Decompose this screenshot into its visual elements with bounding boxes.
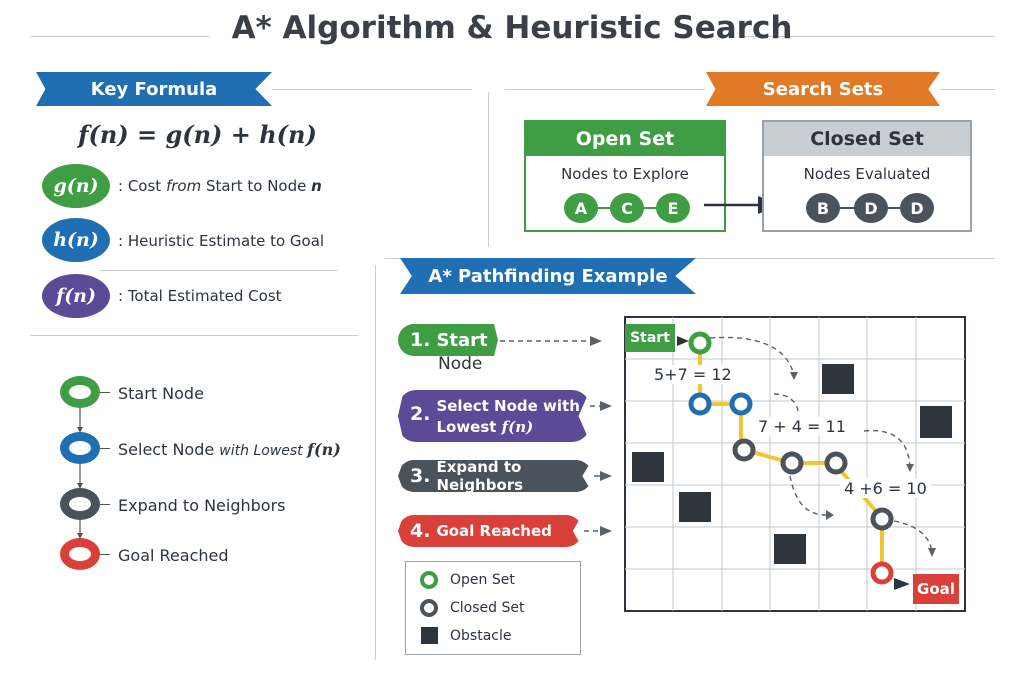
closed-set-subtitle: Nodes Evaluated [803,165,931,183]
start-arrowhead [677,336,689,346]
legend-closed-set: Closed Set [450,600,525,616]
closed-set-title: Closed Set [764,122,970,156]
step-4-label: 4.Goal Reached [398,515,582,547]
expand-node-ring-icon [60,488,100,520]
key-formula-banner: Key Formula [36,72,272,106]
h-term-oval: h(n) [42,218,110,262]
f-term-oval: f(n) [42,274,110,318]
open-node-c: C [610,193,644,223]
search-sets-banner: Search Sets [706,72,940,106]
flow-legend-goal: Goal Reached [118,546,229,565]
closed-ring-icon [420,599,438,617]
flow-legend-start: Start Node [118,384,204,403]
cost-label-2: 7 + 4 = 11 [754,417,850,436]
open-node-e: E [656,193,690,223]
legend-tick [100,554,110,555]
title-rule-right [740,36,995,37]
closed-node-marker [732,438,756,462]
left-section-divider [30,335,358,336]
legend-tick [100,392,110,393]
obstacle-square [774,534,806,564]
f-term-definition: : Total Estimated Cost [118,287,282,305]
legend-tick [100,448,110,449]
cost-label-3: 4 +6 = 10 [840,479,931,498]
goal-node-marker [870,561,894,585]
step-1-label-line2: Node [438,354,483,374]
grid-start-label: Start [625,324,675,352]
flow-legend-select: Select Node with Lowest f(n) [118,440,341,459]
start-node-marker [688,331,712,355]
search-sets-rule-left [505,89,705,90]
open-set-title: Open Set [526,122,724,156]
legend-tick [100,504,110,505]
search-sets-rule-right [940,89,995,90]
step-1-label: 1.Start [398,324,498,356]
step-pointer-arrows [500,336,612,536]
closed-node-marker [824,451,848,475]
map-legend: Open Set Closed Set Obstacle [405,561,581,655]
example-banner: A* Pathfinding Example [400,258,696,294]
obstacle-square [822,364,854,394]
key-formula-rule [272,89,472,90]
open-ring-icon [420,571,438,589]
formula-divider [100,270,338,271]
start-node-ring-icon [60,376,100,408]
obstacle-square [632,452,664,482]
goal-arrowhead [894,578,910,590]
g-term-oval: g(n) [42,164,110,208]
main-formula: f(n) = g(n) + h(n) [78,120,317,149]
closed-node-d-2: D [900,193,934,223]
expansion-arrowheads [790,372,936,557]
step-3-label: 3.Expand to Neighbors [398,460,592,492]
closed-node-marker [870,507,894,531]
g-term-definition: : Cost from Start to Node n [118,177,322,195]
open-node-a: A [564,193,598,223]
obstacle-square [920,406,952,438]
pathfinding-grid [624,316,966,612]
goal-node-ring-icon [60,538,100,570]
open-node-marker [729,392,753,416]
closed-node-b: B [806,193,840,223]
title-rule-left [30,36,210,37]
closed-node-marker [780,451,804,475]
cost-label-1: 5+7 = 12 [650,365,736,384]
legend-open-set: Open Set [450,572,515,588]
open-set-subtitle: Nodes to Explore [561,165,689,183]
h-term-definition: : Heuristic Estimate to Goal [118,232,325,250]
closed-node-d: D [854,193,888,223]
flow-legend-expand: Expand to Neighbors [118,496,286,515]
obstacle-square-icon [421,627,438,644]
legend-obstacle: Obstacle [450,628,512,644]
grid-goal-label: Goal [913,574,959,604]
obstacle-square [679,492,711,522]
page-title: A* Algorithm & Heuristic Search [231,10,793,46]
open-node-marker [688,392,712,416]
select-node-ring-icon [60,432,100,464]
bottom-vertical-divider [375,265,376,660]
top-vertical-divider [488,92,489,247]
